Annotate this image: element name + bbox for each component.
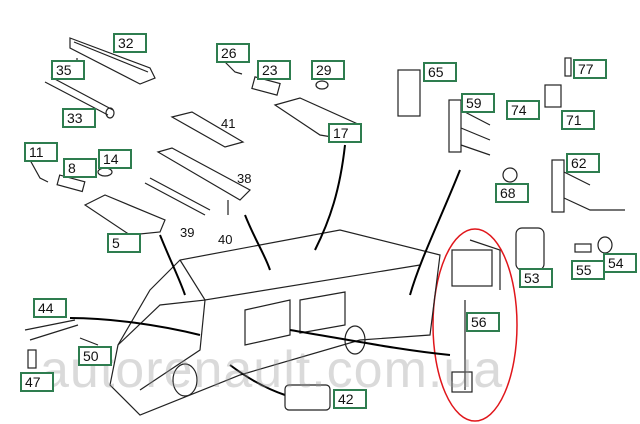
lamp-42 [284, 384, 331, 411]
callout-47: 47 [20, 372, 54, 392]
part-55 [574, 243, 592, 253]
switch-block-59 [448, 99, 462, 153]
part-77 [564, 57, 572, 77]
callout-29: 29 [311, 60, 345, 80]
callout-11: 11 [24, 142, 58, 162]
callout-41: 41 [221, 116, 236, 131]
connector-23 [251, 76, 281, 96]
watermark: autorenault.com.ua [40, 341, 504, 399]
callout-5: 5 [107, 233, 141, 253]
callout-40: 40 [218, 232, 233, 247]
callout-42: 42 [333, 389, 367, 409]
lamp-housing-32 [69, 37, 156, 85]
connector-8 [56, 174, 86, 193]
tube-33 [44, 76, 115, 119]
callout-35: 35 [51, 60, 85, 80]
van-outline [109, 229, 441, 416]
callout-65: 65 [423, 62, 457, 82]
callout-68: 68 [495, 183, 529, 203]
highlight-ellipse [432, 228, 518, 422]
screw-50 [79, 337, 99, 346]
bracket-71 [544, 84, 562, 108]
lamp-44 [24, 319, 79, 341]
callout-38: 38 [237, 171, 252, 186]
switch-53 [515, 227, 545, 271]
callout-39: 39 [180, 225, 195, 240]
tube-39 [144, 177, 211, 216]
callout-71: 71 [561, 110, 595, 130]
callout-77: 77 [573, 59, 607, 79]
callout-44: 44 [33, 298, 67, 318]
terminal-26 [222, 59, 243, 75]
callout-17: 17 [328, 123, 362, 143]
bulb-14 [97, 167, 113, 177]
callout-62: 62 [566, 153, 600, 173]
callout-55: 55 [571, 260, 605, 280]
plate-41 [170, 111, 245, 148]
switch-56 [451, 239, 501, 393]
callout-50: 50 [78, 346, 112, 366]
bulb-29 [315, 80, 329, 90]
callout-23: 23 [257, 60, 291, 80]
lamp-5 [83, 194, 166, 236]
switch-frame-65 [397, 69, 421, 117]
callout-33: 33 [62, 108, 96, 128]
pin-68 [502, 167, 518, 183]
leader-lines [69, 144, 461, 396]
callout-74: 74 [506, 100, 540, 120]
part-54 [597, 236, 613, 254]
part-47 [27, 349, 37, 369]
callout-14: 14 [98, 149, 132, 169]
callout-53: 53 [519, 268, 553, 288]
callout-54: 54 [603, 253, 637, 273]
callout-56: 56 [466, 312, 500, 332]
callout-8: 8 [63, 158, 97, 178]
callout-26: 26 [216, 43, 250, 63]
callout-32: 32 [113, 33, 147, 53]
terminal-11 [29, 159, 49, 183]
switch-block-62 [551, 159, 565, 213]
callout-59: 59 [461, 93, 495, 113]
housing-38 [156, 147, 251, 201]
